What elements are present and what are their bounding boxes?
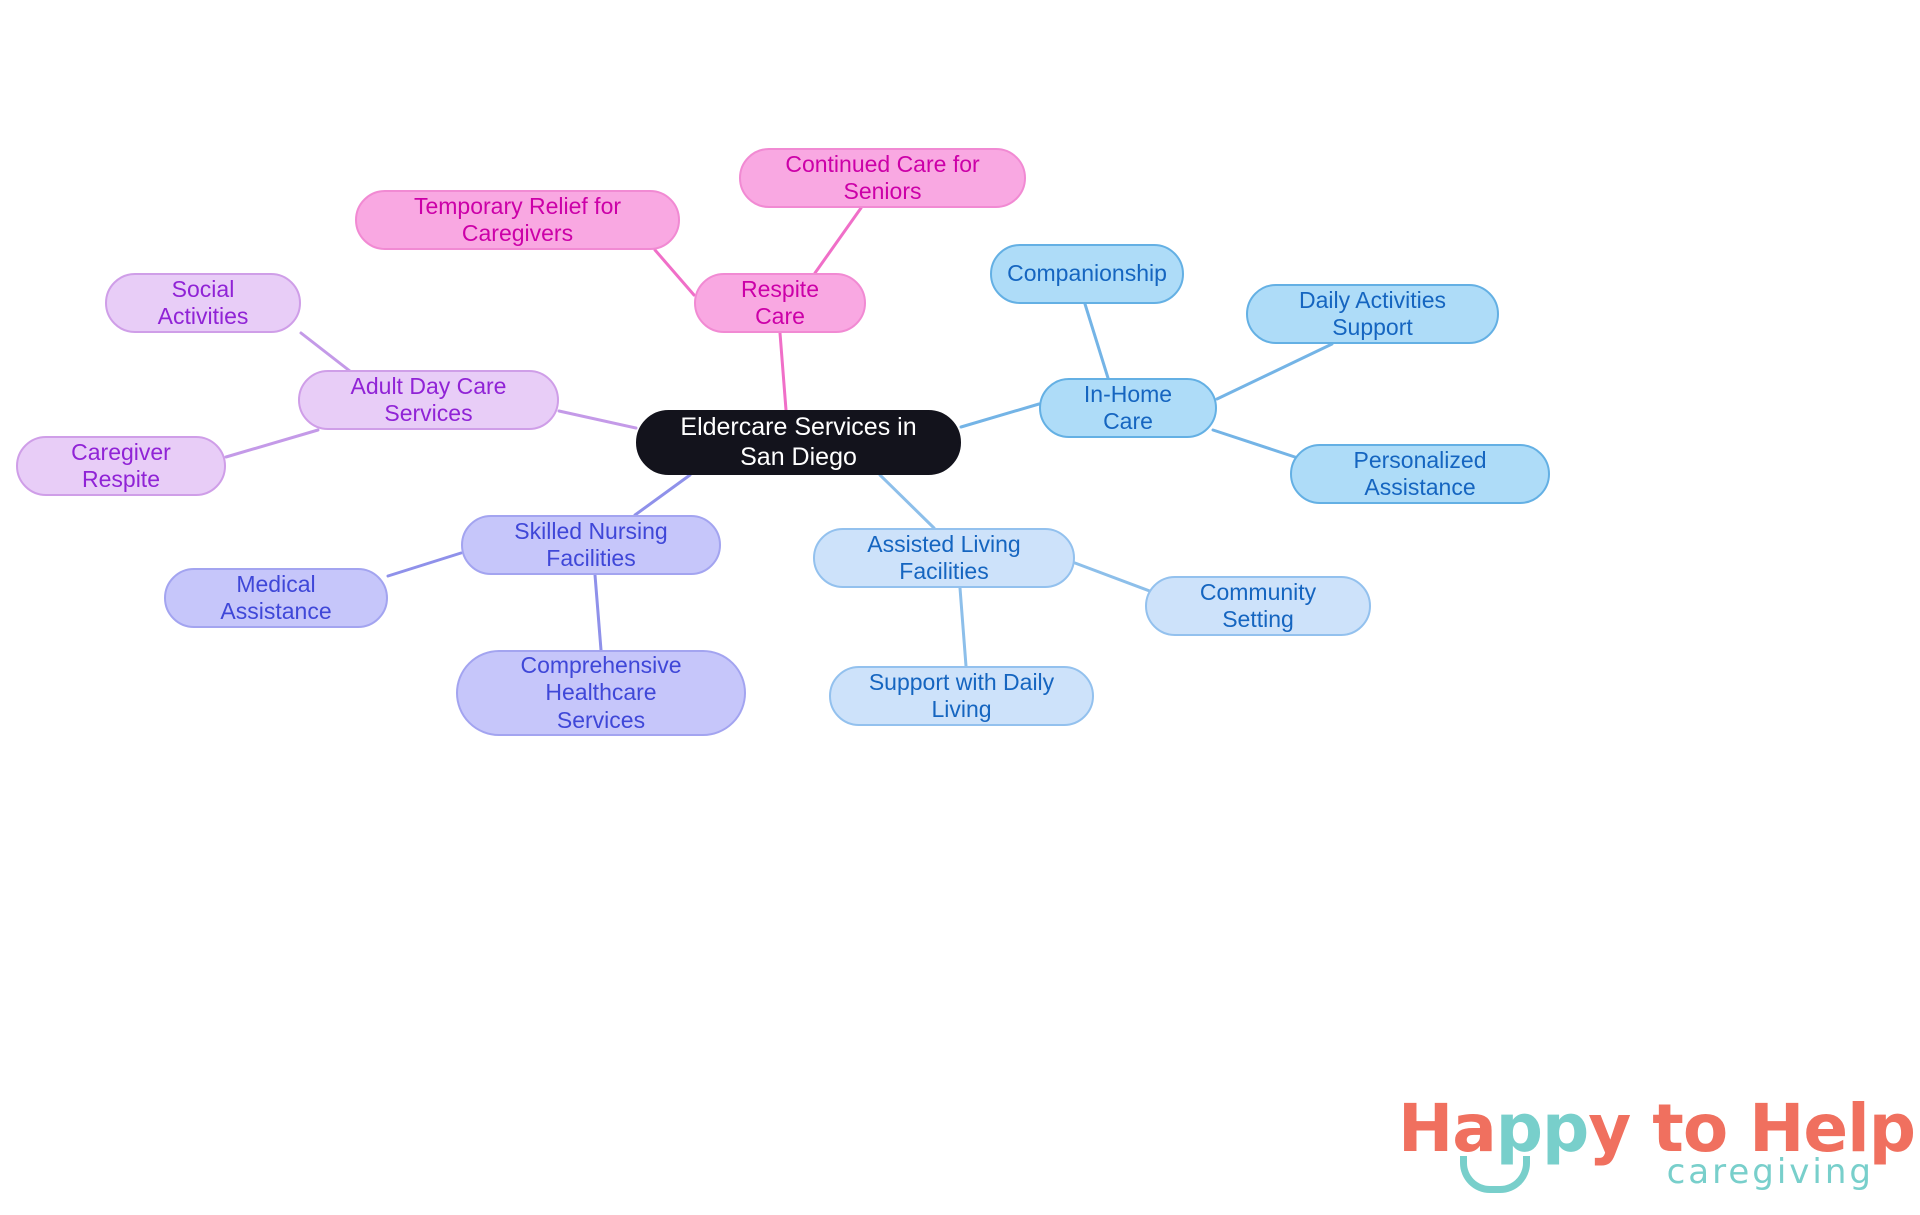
smile-icon bbox=[1460, 1156, 1530, 1193]
logo-wordmark: Happy to Help bbox=[1398, 1090, 1916, 1167]
logo-tagline: caregiving bbox=[1666, 1152, 1874, 1192]
mindmap-branch-assisted-living-facilities[interactable]: Assisted Living Facilities bbox=[813, 528, 1075, 588]
mindmap-leaf-community-setting[interactable]: Community Setting bbox=[1145, 576, 1371, 636]
mindmap-leaf-medical-assistance[interactable]: Medical Assistance bbox=[164, 568, 388, 628]
mindmap-leaf-personalized-assistance[interactable]: Personalized Assistance bbox=[1290, 444, 1550, 504]
mindmap-edge bbox=[224, 428, 320, 459]
mindmap-edge bbox=[653, 248, 696, 297]
mindmap-leaf-daily-activities-support[interactable]: Daily Activities Support bbox=[1246, 284, 1499, 344]
mindmap-edge bbox=[386, 551, 463, 578]
mindmap-branch-adult-day-care-services[interactable]: Adult Day Care Services bbox=[298, 370, 559, 430]
mindmap-root-node[interactable]: Eldercare Services in San Diego bbox=[636, 410, 961, 475]
mindmap-edge bbox=[557, 409, 638, 430]
mindmap-leaf-continued-care-for-seniors[interactable]: Continued Care for Seniors bbox=[739, 148, 1026, 208]
mindmap-leaf-caregiver-respite[interactable]: Caregiver Respite bbox=[16, 436, 226, 496]
mindmap-edge bbox=[299, 331, 357, 377]
mindmap-leaf-temporary-relief-for-caregivers[interactable]: Temporary Relief for Caregivers bbox=[355, 190, 680, 250]
mindmap-leaf-support-with-daily-living[interactable]: Support with Daily Living bbox=[829, 666, 1094, 726]
mindmap-edge bbox=[1215, 342, 1334, 401]
mindmap-leaf-companionship[interactable]: Companionship bbox=[990, 244, 1184, 304]
logo-part-three: y to Help bbox=[1588, 1090, 1916, 1167]
brand-logo: Happy to Help caregiving bbox=[1398, 1090, 1916, 1200]
mindmap-branch-in-home-care[interactable]: In-Home Care bbox=[1039, 378, 1217, 438]
mindmap-leaf-social-activities[interactable]: Social Activities bbox=[105, 273, 301, 333]
logo-part-one: Ha bbox=[1398, 1090, 1497, 1167]
mindmap-edge bbox=[959, 402, 1041, 429]
mindmap-edge bbox=[593, 573, 603, 652]
mindmap-branch-skilled-nursing-facilities[interactable]: Skilled Nursing Facilities bbox=[461, 515, 721, 575]
logo-part-two: pp bbox=[1495, 1090, 1589, 1167]
mindmap-edge bbox=[958, 586, 968, 668]
mindmap-edge bbox=[1083, 302, 1110, 380]
mindmap-edge bbox=[878, 473, 936, 530]
mindmap-leaf-comprehensive-healthcare-services[interactable]: Comprehensive Healthcare Services bbox=[456, 650, 746, 736]
mindmap-edge bbox=[1211, 428, 1309, 463]
mindmap-branch-respite-care[interactable]: Respite Care bbox=[694, 273, 866, 333]
mindmap-edge bbox=[778, 331, 788, 412]
mindmap-edge bbox=[633, 473, 692, 517]
mindmap-edge bbox=[813, 206, 863, 275]
